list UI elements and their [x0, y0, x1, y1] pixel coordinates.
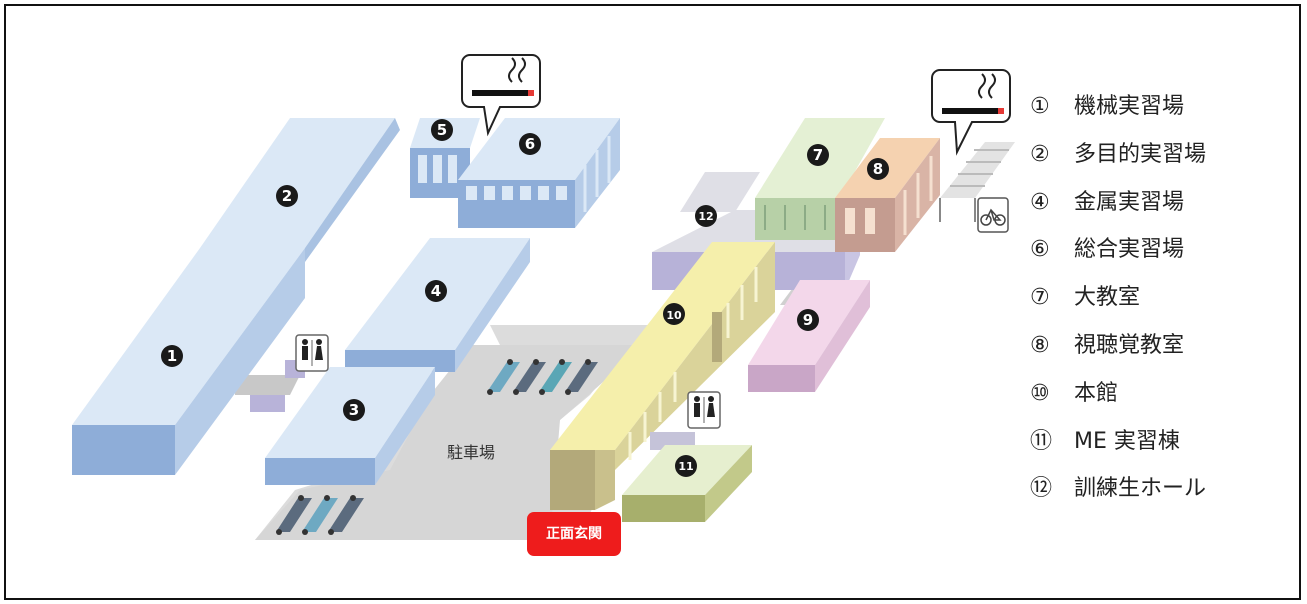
smoking-area-icon [931, 69, 1011, 156]
building-6[interactable] [458, 118, 620, 228]
legend-marker: ⑩ [1030, 380, 1050, 406]
legend-label: 訓練生ホール [1074, 476, 1207, 502]
svg-text:8: 8 [873, 160, 883, 178]
svg-text:3: 3 [349, 401, 359, 419]
legend-marker: ⑧ [1030, 332, 1050, 358]
svg-text:10: 10 [666, 309, 682, 322]
svg-text:6: 6 [525, 135, 535, 153]
svg-text:11: 11 [678, 460, 693, 473]
legend-label: 機械実習場 [1074, 94, 1185, 119]
legend-item: ⑩ 本館 [1030, 379, 1295, 427]
building-marker-8: 8 [867, 158, 889, 180]
legend-marker: ⑥ [1030, 237, 1050, 263]
legend-label: 金属実習場 [1074, 189, 1185, 215]
restroom-icon [295, 334, 329, 372]
legend-label: 本館 [1074, 380, 1119, 406]
parking-lot-surface [255, 345, 645, 540]
building-marker-5: 5 [431, 119, 453, 141]
building-2[interactable] [200, 118, 400, 262]
legend-item: ① 機械実習場 [1030, 92, 1295, 140]
annex-block [250, 395, 285, 412]
legend-marker: ④ [1030, 189, 1050, 215]
svg-text:4: 4 [431, 282, 441, 300]
building-marker-10: 10 [663, 303, 685, 325]
svg-text:12: 12 [698, 210, 713, 223]
legend-item: ⑫ 訓練生ホール [1030, 474, 1295, 522]
bicycle-shelter [939, 142, 1015, 222]
legend-label: 総合実習場 [1074, 237, 1185, 263]
building-marker-3: 3 [343, 399, 365, 421]
svg-text:2: 2 [282, 187, 292, 205]
building-legend: ① 機械実習場 ② 多目的実習場 ④ 金属実習場 ⑥ 総合実習場 ⑦ 大教室 ⑧ 視聴覚教室… [1030, 92, 1295, 522]
legend-label: ME 実習棟 [1074, 428, 1180, 454]
building-10[interactable] [550, 242, 775, 510]
parking-label: 駐車場 [447, 443, 495, 462]
legend-label: 大教室 [1074, 285, 1141, 311]
legend-item: ⑪ ME 実習棟 [1030, 427, 1295, 475]
svg-text:7: 7 [813, 146, 823, 164]
building-1[interactable] [72, 248, 305, 475]
car-icon [539, 359, 572, 395]
legend-marker: ⑦ [1030, 285, 1050, 311]
path-connector [235, 375, 300, 395]
car-icon [513, 359, 546, 395]
legend-item: ⑥ 総合実習場 [1030, 235, 1295, 283]
legend-item: ④ 金属実習場 [1030, 188, 1295, 236]
building-marker-2: 2 [276, 185, 298, 207]
building-marker-1: 1 [161, 345, 183, 367]
legend-marker: ② [1030, 141, 1050, 167]
bicycle-parking-icon [977, 197, 1009, 233]
car-icon [302, 495, 338, 535]
legend-marker: ⑪ [1030, 428, 1053, 454]
car-icon [487, 359, 520, 395]
legend-marker: ⑫ [1030, 476, 1053, 502]
car-icon [565, 359, 598, 395]
svg-text:1: 1 [167, 347, 177, 365]
legend-item: ⑦ 大教室 [1030, 283, 1295, 331]
main-entrance-label: 正面玄関 [527, 512, 621, 556]
legend-item: ⑧ 視聴覚教室 [1030, 331, 1295, 379]
building-marker-6: 6 [519, 133, 541, 155]
svg-text:9: 9 [803, 311, 813, 329]
svg-text:5: 5 [437, 121, 447, 139]
building-marker-7: 7 [807, 144, 829, 166]
legend-label: 多目的実習場 [1074, 141, 1207, 167]
car-icon [328, 495, 364, 535]
smoking-area-icon [461, 54, 541, 137]
restroom-icon [687, 391, 721, 429]
car-icon [276, 495, 312, 535]
legend-label: 視聴覚教室 [1074, 332, 1185, 358]
building-marker-4: 4 [425, 280, 447, 302]
building-marker-12: 12 [695, 205, 717, 227]
building-marker-9: 9 [797, 309, 819, 331]
legend-marker: ① [1030, 94, 1050, 119]
building-marker-11: 11 [675, 455, 697, 477]
legend-item: ② 多目的実習場 [1030, 140, 1295, 188]
